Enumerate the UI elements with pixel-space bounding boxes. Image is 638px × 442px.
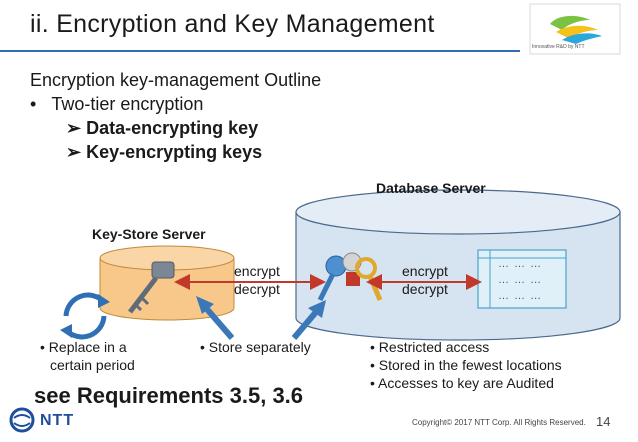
grid-cell: … … … (498, 258, 543, 270)
page-number: 14 (596, 414, 611, 429)
page-title: ii. Encryption and Key Management (30, 10, 435, 38)
bullet-dot: • (30, 94, 37, 114)
pointer-arrow-to-db (291, 300, 326, 340)
sub-item-text: Data-encrypting key (86, 118, 259, 138)
bullet-text: Two-tier encryption (51, 94, 204, 114)
ntt-innovation-badge-icon (529, 3, 621, 55)
copyright-text: Copyright© 2017 NTT Corp. All Rights Res… (412, 418, 586, 427)
key-store-label: Key-Store Server (92, 226, 206, 242)
sub-arrow-icon: ➢ (66, 142, 82, 162)
grid-cell: … … … (498, 274, 543, 286)
data-table-grid (477, 249, 567, 309)
left-arrow-decrypt: decrypt (234, 281, 280, 297)
grid-cell: … … … (498, 290, 543, 302)
sub-item-data-key: ➢ Data-encrypting key (66, 118, 258, 139)
blue-key-icon (317, 255, 347, 302)
note-fewest-locations: • Stored in the fewest locations (370, 357, 562, 373)
note-replace-line1: • Replace in a (40, 339, 127, 355)
note-replace-line2: certain period (50, 357, 135, 373)
note-restricted-access: • Restricted access (370, 339, 490, 355)
pointer-arrow-to-keystore (196, 296, 235, 340)
title-underline (0, 50, 520, 52)
grey-key-icon (128, 261, 175, 314)
ntt-logo-icon (9, 407, 35, 433)
note-store-separately: • Store separately (200, 339, 311, 355)
refresh-cycle-icon (60, 292, 110, 340)
sub-item-text: Key-encrypting keys (86, 142, 263, 162)
sub-arrow-icon: ➢ (66, 118, 82, 138)
outline-heading: Encryption key-management Outline (30, 70, 322, 90)
db-server-label: Database Server (376, 180, 486, 196)
sub-item-key-enc-keys: ➢ Key-encrypting keys (66, 142, 262, 163)
right-arrow-decrypt: decrypt (402, 281, 448, 297)
note-audited: • Accesses to key are Audited (370, 375, 554, 391)
left-arrow-encrypt: encrypt (234, 263, 280, 279)
requirements-reference: see Requirements 3.5, 3.6 (34, 383, 304, 408)
bullet-two-tier: • Two-tier encryption (30, 94, 203, 115)
ntt-logo-text: NTT (40, 412, 75, 429)
right-arrow-encrypt: encrypt (402, 263, 448, 279)
badge-caption: Innovative R&D by NTT (532, 44, 585, 50)
